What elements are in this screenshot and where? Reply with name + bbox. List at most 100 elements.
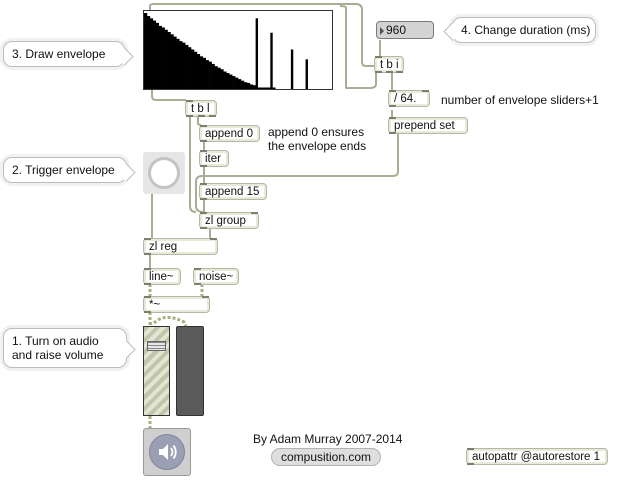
object-mult-label: *~ — [149, 299, 161, 311]
envelope-slider-22[interactable] — [208, 61, 212, 89]
object-t-b-i[interactable]: t b i — [374, 56, 404, 73]
envelope-slider-55[interactable] — [305, 59, 308, 89]
website-link-button[interactable]: compusition.com — [271, 448, 381, 466]
object-zl-group[interactable]: zl group — [199, 212, 259, 229]
envelope-slider-2[interactable] — [149, 18, 154, 89]
envelope-slider-14[interactable] — [185, 44, 189, 89]
gain-slider-handle[interactable] — [147, 341, 166, 351]
envelope-slider-23[interactable] — [211, 63, 215, 89]
object-autopattr-label: autopattr @autorestore 1 — [472, 451, 601, 463]
audio-on-off-button[interactable] — [143, 428, 191, 476]
object-append-0[interactable]: append 0 — [199, 125, 260, 142]
envelope-slider-26[interactable] — [220, 69, 224, 89]
speaker-icon — [149, 434, 185, 470]
object-prepend-set[interactable]: prepend set — [388, 117, 468, 134]
bubble-trigger-envelope: 2. Trigger envelope — [3, 157, 136, 183]
envelope-multislider[interactable] — [143, 10, 333, 90]
envelope-slider-36[interactable] — [249, 84, 253, 89]
bubble-change-duration-text: 4. Change duration (ms) — [461, 23, 591, 37]
envelope-slider-5[interactable] — [158, 25, 162, 89]
triangle-icon — [380, 27, 384, 35]
envelope-slider-12[interactable] — [179, 41, 183, 89]
object-append-15-label: append 15 — [205, 186, 260, 198]
object-iter-label: iter — [205, 153, 221, 165]
envelope-slider-1[interactable] — [146, 16, 151, 89]
signal-mult-to-meter — [148, 312, 188, 327]
envelope-slider-4[interactable] — [155, 22, 159, 89]
object-zl-reg-label: zl reg — [149, 241, 178, 253]
envelope-slider-35[interactable] — [246, 82, 251, 89]
duration-number-box[interactable]: 960 — [376, 21, 434, 39]
bubble-trigger-envelope-text: 2. Trigger envelope — [12, 163, 115, 177]
envelope-slider-25[interactable] — [217, 67, 221, 89]
comment-append0-line1: append 0 ensures — [268, 125, 365, 139]
bubble-change-duration: 4. Change duration (ms) — [443, 17, 596, 43]
envelope-slider-34[interactable] — [243, 82, 248, 89]
volume-gain-slider[interactable] — [143, 326, 170, 416]
bubble-tail — [115, 47, 134, 66]
object-line-label: line~ — [149, 271, 174, 283]
object-append-0-label: append 0 — [205, 128, 253, 140]
comment-sliders-note: number of envelope sliders+1 — [441, 93, 599, 107]
bubble-turn-on-audio-line1: 1. Turn on audio — [12, 334, 99, 348]
envelope-slider-29[interactable] — [229, 74, 233, 89]
object-mult[interactable]: *~ — [143, 296, 210, 313]
envelope-slider-16[interactable] — [191, 49, 195, 89]
envelope-bars — [144, 13, 308, 89]
envelope-slider-43[interactable] — [270, 32, 273, 89]
envelope-slider-3[interactable] — [152, 20, 157, 89]
envelope-slider-33[interactable] — [240, 80, 245, 89]
envelope-slider-37[interactable] — [252, 85, 256, 89]
envelope-slider-30[interactable] — [232, 76, 236, 89]
bubble-tail — [117, 340, 136, 359]
object-prepend-set-label: prepend set — [394, 120, 455, 132]
object-append-15[interactable]: append 15 — [199, 183, 267, 200]
signal-meter — [176, 326, 204, 416]
object-divide-label: / 64. — [394, 93, 417, 105]
envelope-slider-27[interactable] — [223, 71, 227, 89]
envelope-slider-11[interactable] — [176, 38, 180, 89]
envelope-slider-13[interactable] — [182, 42, 186, 89]
envelope-slider-31[interactable] — [235, 77, 239, 89]
envelope-slider-18[interactable] — [196, 54, 201, 89]
envelope-slider-19[interactable] — [199, 56, 204, 89]
bubble-draw-envelope: 3. Draw envelope — [3, 41, 134, 67]
envelope-slider-8[interactable] — [167, 32, 171, 89]
bubble-tail — [443, 22, 462, 41]
envelope-slider-50[interactable] — [290, 49, 294, 89]
object-divide[interactable]: / 64. — [388, 90, 430, 107]
object-t-b-l[interactable]: t b l — [185, 100, 217, 117]
envelope-slider-10[interactable] — [173, 36, 177, 89]
bubble-tail — [117, 163, 136, 182]
envelope-slider-17[interactable] — [193, 51, 198, 89]
object-zl-reg[interactable]: zl reg — [143, 238, 218, 255]
object-zl-group-label: zl group — [205, 215, 246, 227]
object-noise-label: noise~ — [199, 271, 234, 283]
comment-append0-line2: the envelope ends — [268, 139, 367, 153]
envelope-slider-6[interactable] — [161, 27, 165, 89]
envelope-slider-21[interactable] — [205, 60, 209, 89]
envelope-baseline — [144, 87, 276, 89]
envelope-slider-20[interactable] — [202, 57, 206, 89]
object-t-b-l-label: t b l — [191, 103, 210, 115]
duration-value: 960 — [386, 23, 407, 37]
bubble-turn-on-audio: 1. Turn on audio and raise volume — [3, 328, 136, 368]
credit-text: By Adam Murray 2007-2014 — [253, 432, 403, 446]
envelope-slider-24[interactable] — [214, 66, 218, 89]
envelope-slider-15[interactable] — [188, 47, 192, 89]
object-iter[interactable]: iter — [199, 150, 229, 167]
envelope-slider-28[interactable] — [226, 73, 230, 89]
envelope-slider-38[interactable] — [255, 18, 259, 89]
envelope-slider-0[interactable] — [144, 13, 148, 89]
trigger-bang-button[interactable] — [143, 152, 185, 194]
object-line[interactable]: line~ — [143, 268, 181, 285]
object-autopattr[interactable]: autopattr @autorestore 1 — [466, 448, 608, 465]
bubble-draw-envelope-text: 3. Draw envelope — [12, 47, 106, 61]
bubble-turn-on-audio-line2: and raise volume — [12, 348, 104, 362]
comment-append0: append 0 ensures the envelope ends — [268, 125, 366, 153]
object-noise[interactable]: noise~ — [193, 268, 239, 285]
envelope-slider-32[interactable] — [238, 79, 242, 89]
cord-multislider-to-tbl — [151, 90, 186, 101]
envelope-slider-7[interactable] — [164, 29, 168, 89]
envelope-slider-9[interactable] — [170, 34, 174, 89]
